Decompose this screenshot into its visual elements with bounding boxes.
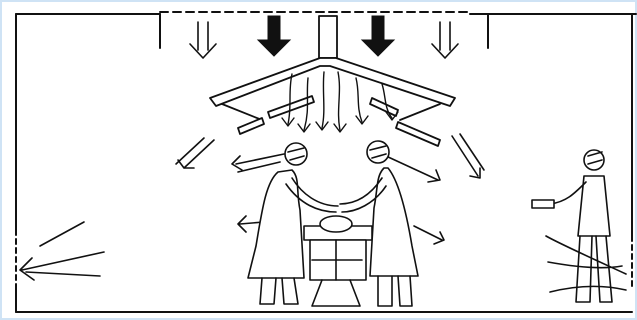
observer-figure: [532, 150, 612, 302]
operating-table: [304, 216, 372, 306]
surgical-light-boom: [210, 16, 455, 146]
